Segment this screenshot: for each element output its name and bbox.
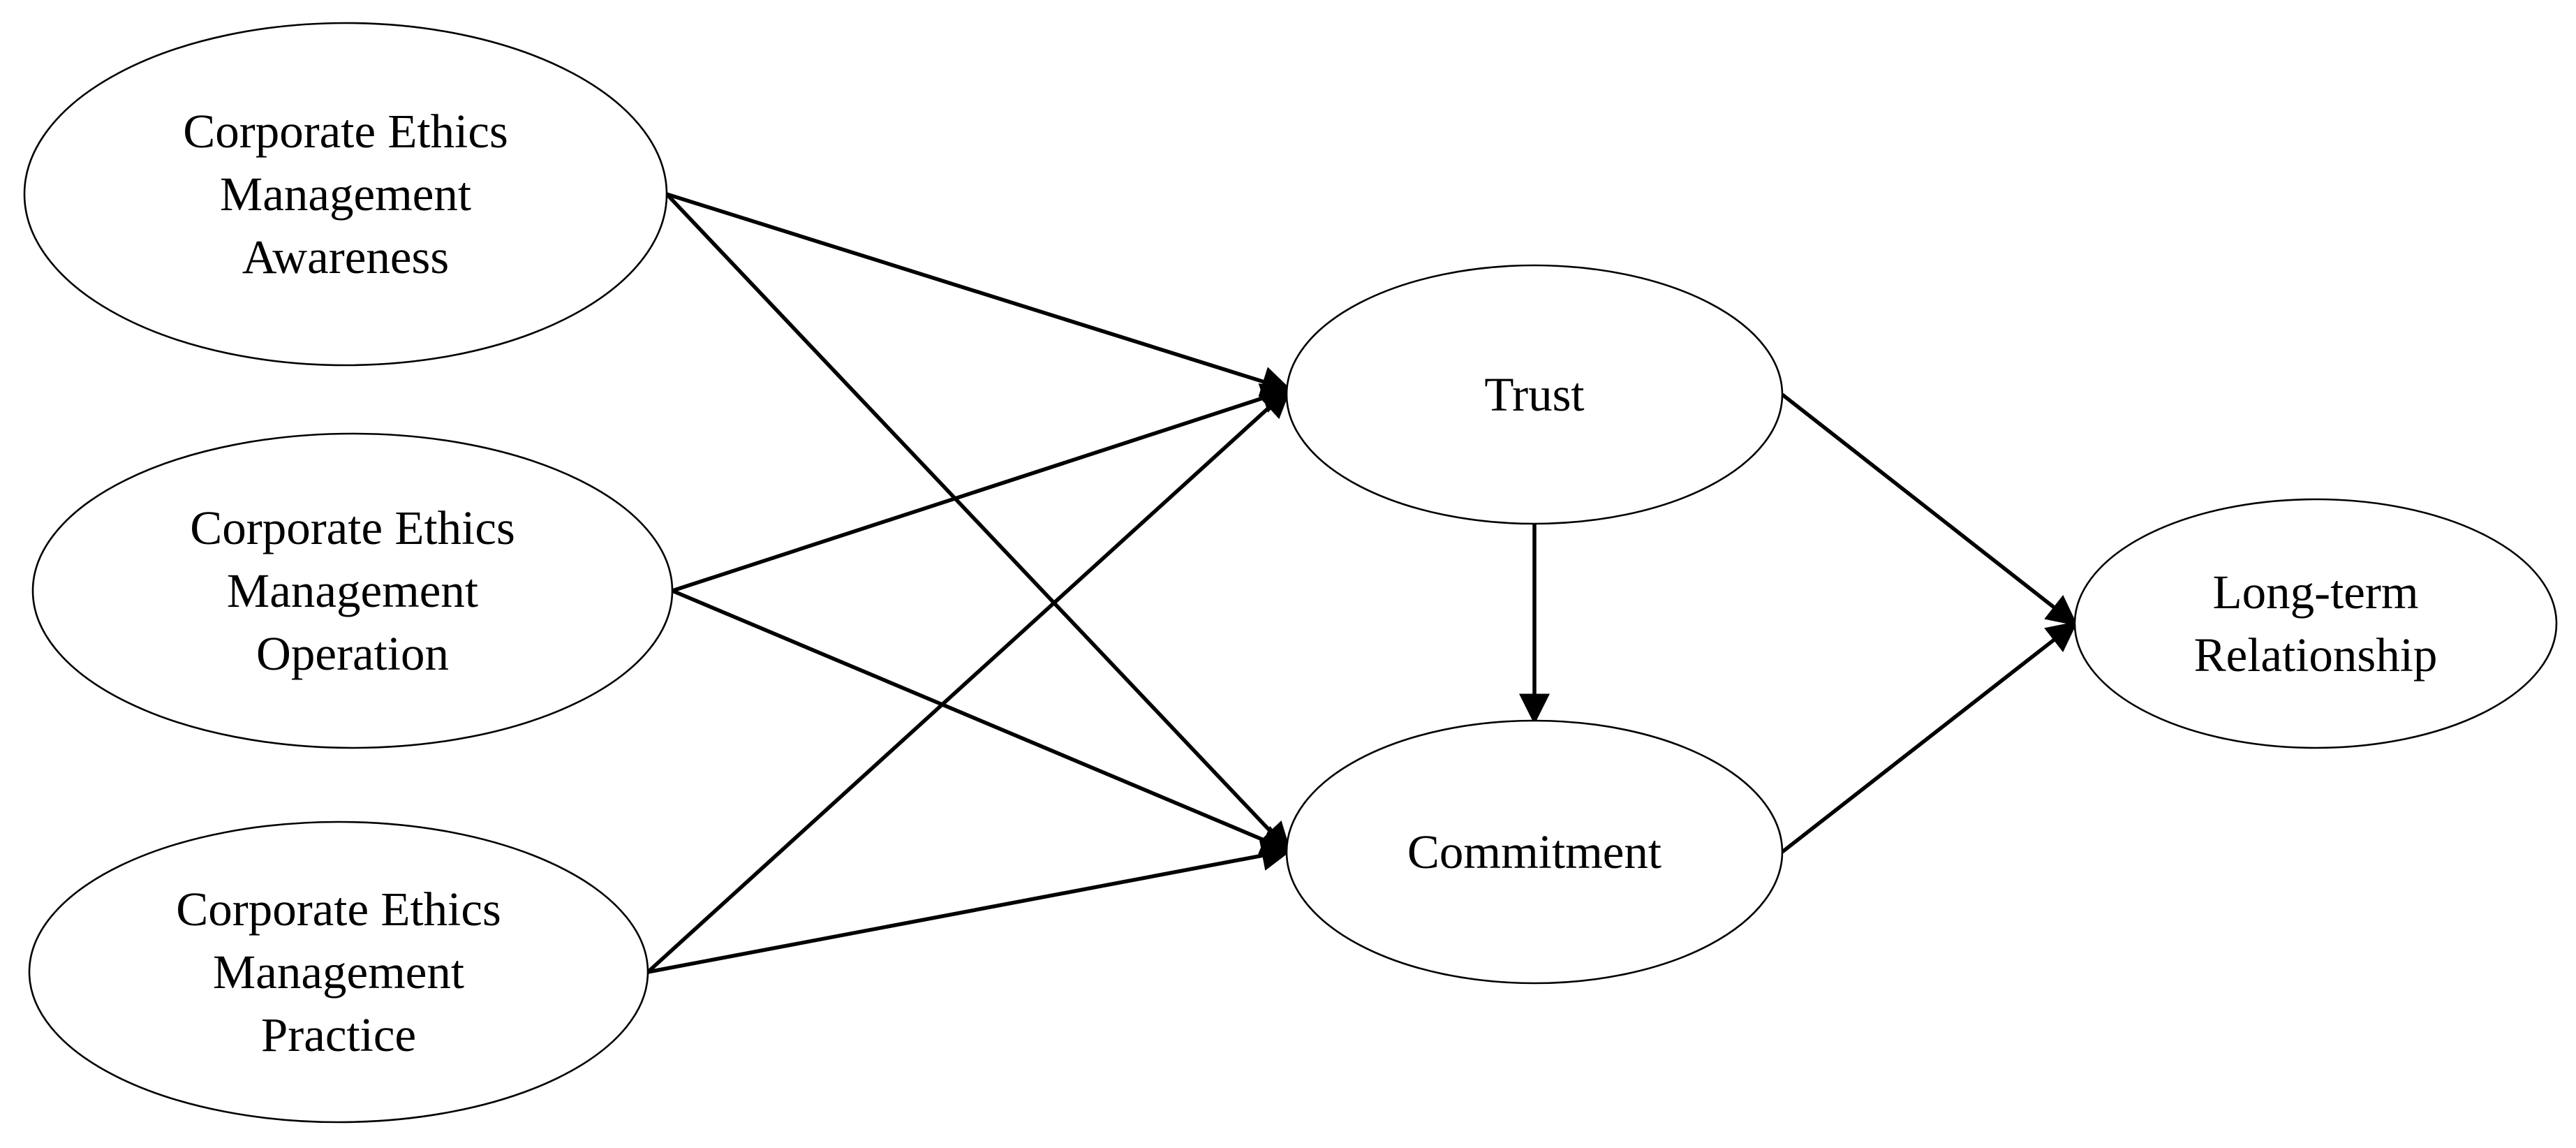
node-awareness-ellipse — [23, 22, 668, 367]
node-practice-ellipse — [28, 820, 649, 1124]
node-trust-ellipse — [1285, 264, 1784, 525]
edge-operation-to-trust — [672, 383, 1293, 593]
node-practice-label-line: Practice — [261, 1008, 416, 1061]
edge-awareness-to-trust — [666, 192, 1293, 397]
node-operation-label-line: Corporate Ethics — [190, 501, 515, 554]
node-long-term-label-line: Long-term — [2212, 566, 2418, 619]
edge-practice-to-trust — [646, 387, 1292, 974]
edge-trust-to-long-term — [1781, 392, 2078, 626]
node-awareness-label-line: Corporate Ethics — [183, 105, 508, 158]
nodes-layer: Corporate EthicsManagementAwarenessCorpo… — [23, 22, 2558, 1124]
node-awareness-label-line: Management — [220, 168, 471, 221]
node-operation-ellipse — [31, 432, 674, 749]
node-practice-label-line: Corporate Ethics — [176, 883, 501, 936]
edge-awareness-to-commitment — [665, 193, 1291, 853]
node-commitment-ellipse — [1285, 719, 1784, 985]
edges-layer — [646, 192, 2078, 974]
node-commitment: Commitment — [1285, 719, 1784, 985]
node-commitment-label-line: Commitment — [1407, 825, 1661, 878]
node-trust: Trust — [1285, 264, 1784, 525]
node-operation-label-line: Operation — [256, 627, 449, 680]
node-long-term-ellipse — [2073, 498, 2558, 749]
node-long-term-label-line: Relationship — [2194, 628, 2438, 682]
edge-operation-to-commitment — [671, 589, 1293, 855]
node-trust-label-line: Trust — [1484, 368, 1584, 421]
node-operation-label-line: Management — [227, 564, 478, 617]
node-awareness-label-line: Awareness — [242, 230, 449, 284]
node-practice-label-line: Management — [213, 945, 464, 999]
edge-commitment-to-long-term — [1781, 621, 2078, 854]
edge-practice-to-commitment — [647, 840, 1293, 974]
